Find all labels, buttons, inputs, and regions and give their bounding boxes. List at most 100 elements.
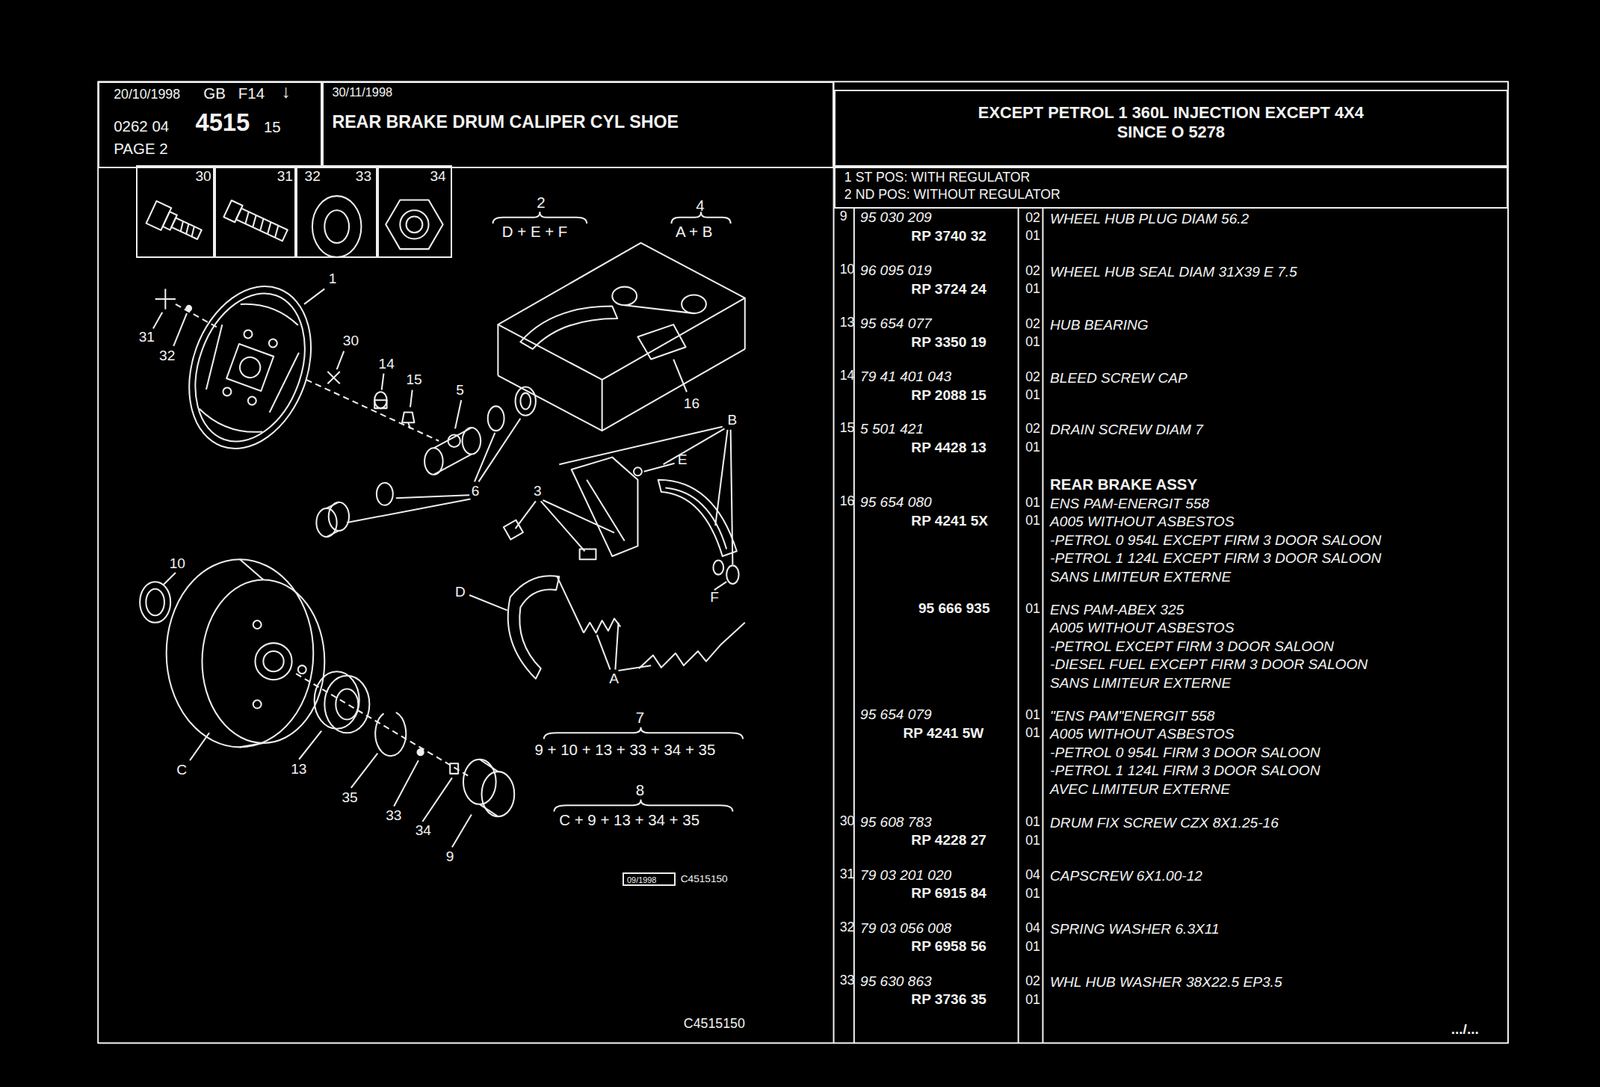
leader-lines — [714, 581, 727, 590]
cell-text: 15 — [263, 119, 281, 135]
leader-lines — [153, 312, 163, 329]
callout-number: A — [609, 671, 619, 686]
table-cell: 01 — [1025, 229, 1041, 243]
cell-text: PAGE 2 — [113, 141, 168, 157]
brake-shoes — [579, 549, 597, 560]
wheel-cylinder — [433, 454, 472, 475]
table-cell: 14 — [839, 369, 855, 383]
hub-parts — [314, 671, 360, 728]
table-cell: 02 — [1025, 264, 1041, 279]
brake-shoes — [726, 564, 739, 584]
callout-number: 33 — [385, 807, 402, 823]
table-cell: 01 — [1025, 940, 1041, 954]
backing-plate — [196, 408, 263, 439]
table-cell: 01 — [1025, 815, 1041, 829]
cell-text: 30/11/1998 — [331, 85, 393, 98]
callout-number: F — [709, 589, 719, 604]
header-cell: 09/1998 — [622, 872, 676, 886]
table-cell: RP 2088 15 — [910, 387, 987, 403]
table-cell: -DIESEL FUEL EXCEPT FIRM 3 DOOR SALOON — [1049, 656, 1368, 672]
bleed-parts — [402, 412, 415, 423]
backing-plate — [167, 269, 332, 466]
group-note: D + E + F — [502, 224, 568, 240]
wheel-cylinder — [424, 427, 481, 475]
table-cell: 01 — [1025, 440, 1041, 455]
backing-plate — [246, 395, 258, 406]
table-cell: 01 — [1025, 496, 1041, 510]
cell-text: 20/10/1998 — [113, 88, 181, 102]
callout-number: 1 — [328, 271, 338, 286]
group-brackets — [493, 212, 743, 811]
leader-lines — [558, 426, 722, 465]
hub-parts — [479, 804, 499, 817]
screw-icon — [184, 224, 191, 235]
leader-lines — [597, 634, 611, 669]
group-brackets — [493, 212, 588, 224]
callout-number: 15 — [405, 372, 422, 387]
brake-drum — [166, 558, 326, 747]
capscrew-icon — [258, 218, 266, 231]
table-cell: 02 — [1025, 317, 1041, 332]
backing-plate — [236, 354, 264, 381]
table-cell: 10 — [839, 263, 855, 277]
table-cell: WHEEL HUB PLUG DIAM 56.2 — [1049, 211, 1249, 226]
table-cell: WHEEL HUB SEAL DIAM 31X39 E 7.5 — [1049, 264, 1298, 279]
cell-text: GB — [203, 85, 226, 101]
hub-parts — [139, 581, 171, 623]
cross-mark — [186, 305, 340, 384]
header-cell: 20/10/1998GBF14↓0262 04451515PAGE 2 — [97, 81, 323, 169]
brake-drum — [166, 558, 314, 747]
backing-plate — [175, 278, 324, 457]
callout-number: 32 — [159, 348, 175, 363]
cylinder-seals — [520, 393, 531, 410]
hub-parts — [335, 689, 358, 720]
header-cell: 31 — [214, 165, 296, 258]
hub-parts — [479, 759, 499, 772]
page-frame — [1017, 208, 1020, 1044]
drawing — [97, 81, 1509, 1043]
table-cell: 31 — [839, 867, 855, 882]
table-cell: 9 — [839, 209, 848, 224]
header-cell: 30 — [136, 165, 215, 258]
callout-number: 10 — [169, 556, 186, 571]
hub-parts — [324, 675, 370, 733]
table-cell: 02 — [1025, 974, 1041, 988]
backing-plate — [242, 328, 254, 340]
leader-lines — [304, 288, 325, 304]
table-cell: RP 4241 5W — [902, 725, 984, 740]
table-cell: 95 630 863 — [860, 973, 932, 988]
cell-text: 30 — [195, 168, 211, 184]
page-frame — [1041, 208, 1044, 1044]
brake-assembly-box — [601, 379, 604, 431]
table-cell: BLEED SCREW CAP — [1049, 370, 1188, 385]
table-cell: SPRING WASHER 6.3X11 — [1049, 921, 1220, 936]
backing-plate — [269, 349, 299, 415]
table-cell: 79 03 056 008 — [860, 920, 952, 935]
washer-icon — [312, 195, 362, 258]
backing-plate — [167, 269, 332, 466]
callout-number: 34 — [415, 822, 432, 837]
bleed-parts — [408, 422, 411, 429]
leader-lines — [381, 373, 385, 391]
brake-shoes — [712, 560, 724, 575]
header-cell: 34 — [377, 165, 453, 258]
backing-plate — [199, 324, 229, 390]
table-cell: 01 — [1025, 602, 1041, 616]
callout-number: C — [176, 762, 187, 777]
cylinder-seals — [326, 502, 339, 509]
brake-assembly-box — [744, 298, 746, 349]
leader-lines — [393, 760, 419, 806]
leader-lines — [644, 463, 675, 472]
nut-icon — [385, 200, 443, 250]
leader-lines — [351, 753, 378, 788]
wheel-cylinder — [433, 427, 472, 448]
callout-number: 5 — [455, 382, 465, 397]
table-cell: 01 — [1025, 514, 1041, 528]
table-cell: A005 WITHOUT ASBESTOS — [1049, 620, 1234, 635]
brake-drum — [201, 579, 325, 743]
brake-shoes — [503, 520, 524, 540]
leader-lines — [455, 399, 462, 429]
table-cell: 01 — [1025, 335, 1041, 349]
table-cell: 95 030 209 — [860, 209, 932, 225]
